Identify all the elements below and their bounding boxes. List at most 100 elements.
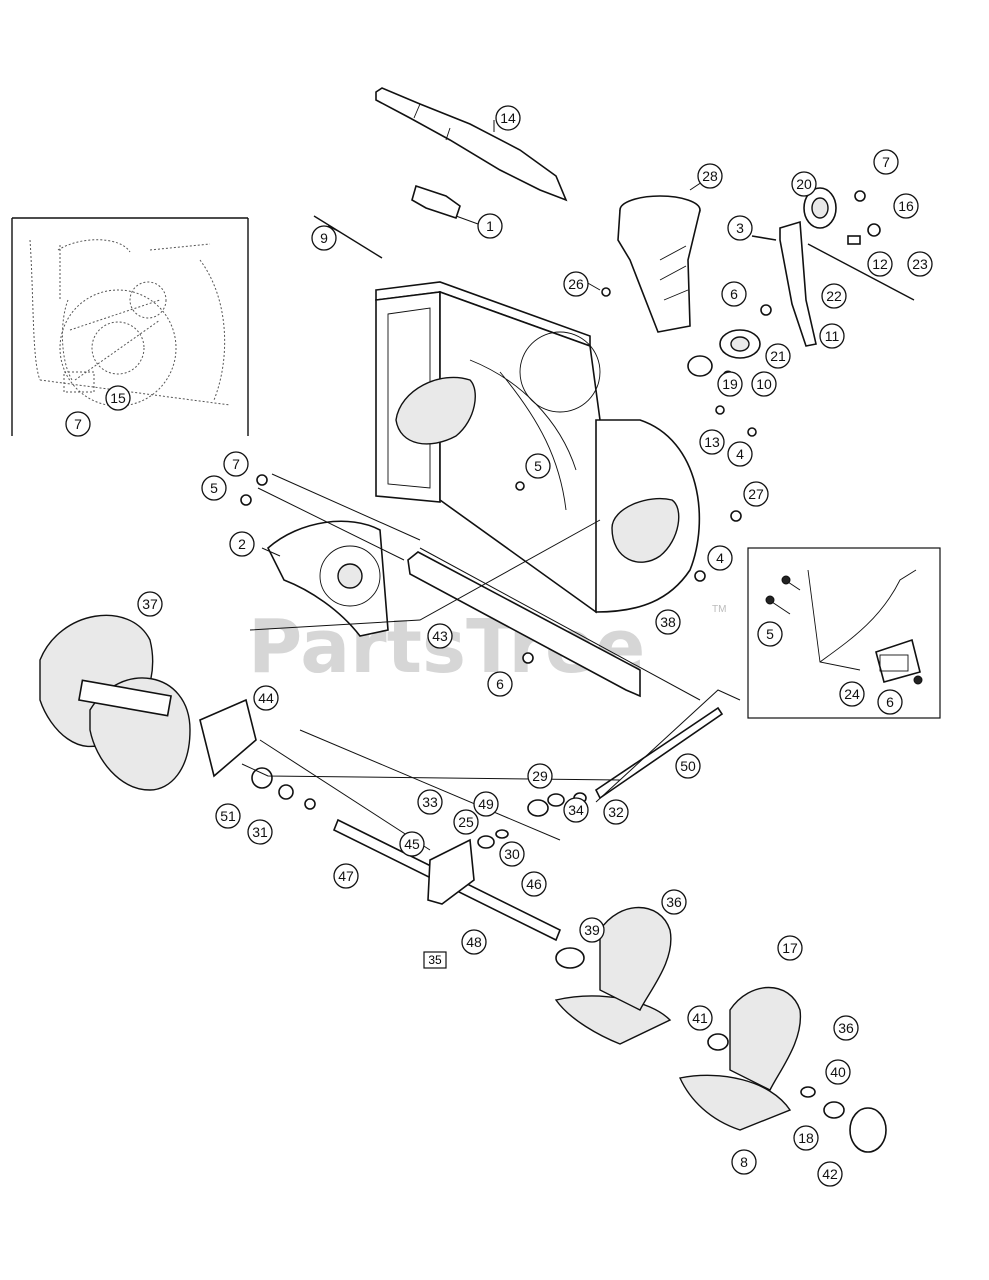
nut-7-top: [854, 190, 866, 202]
callout-label: 4: [736, 446, 744, 462]
bolt-26: [601, 287, 611, 297]
washer-31: [278, 784, 294, 800]
bolt-5-left: [240, 494, 252, 506]
auger-36-b: [678, 986, 802, 1131]
washer-30: [495, 829, 509, 839]
shaft-50: [594, 706, 724, 800]
nut-6-mid: [522, 652, 534, 664]
pulley-20: [803, 187, 837, 229]
scraper-bar-43: [407, 551, 641, 698]
auger-housing: [375, 281, 701, 614]
callout-label: 11: [825, 328, 840, 344]
washer-31b: [304, 798, 316, 810]
callout-label: 38: [660, 614, 676, 630]
callout-label: 46: [526, 876, 542, 892]
callout-label: 19: [722, 376, 738, 392]
boxed-label-35: 35: [423, 951, 447, 969]
callout-label: 22: [826, 288, 842, 304]
gearbox-45: [427, 838, 475, 905]
auger-37: [39, 614, 191, 791]
callout-label: 32: [608, 804, 624, 820]
impeller-housing-2: [267, 520, 389, 637]
callout-label: 28: [702, 168, 718, 184]
bracket-1: [411, 184, 461, 220]
callout-label: 10: [756, 376, 772, 392]
svg-text:35: 35: [428, 953, 442, 967]
callout-label: 15: [110, 390, 126, 406]
callout-label: 5: [210, 480, 218, 496]
callout-label: 6: [496, 676, 504, 692]
callout-label: 16: [898, 198, 914, 214]
bolt-5-mid: [515, 481, 525, 491]
callout-label: 5: [534, 458, 542, 474]
bolt-3: [751, 235, 777, 241]
callout-label: 51: [220, 808, 236, 824]
callout-label: 29: [532, 768, 548, 784]
part-12: [847, 235, 861, 245]
callout-label: 1: [486, 218, 494, 234]
callout-label: 18: [798, 1130, 814, 1146]
callout-label: 48: [466, 934, 482, 950]
callout-label: 12: [872, 256, 888, 272]
callout-label: 25: [458, 814, 474, 830]
callout-label: 3: [736, 220, 744, 236]
callout-label: 4: [716, 550, 724, 566]
callouts: 1 2 3 4 4 5 5 5 6 6 6 7 7 7 8 9 10 11 12…: [65, 105, 933, 1187]
callout-label: 14: [500, 110, 516, 126]
bearing-25: [477, 835, 495, 849]
leader-lines: [241, 120, 741, 851]
cable-23: [807, 243, 915, 301]
shaft-14: [375, 87, 568, 202]
callout-label: 31: [252, 824, 268, 840]
auger-36-a: [554, 906, 672, 1045]
callout-label: 2: [238, 536, 246, 552]
callout-label: 47: [338, 868, 354, 884]
callout-label: 40: [830, 1064, 846, 1080]
bearing-21: [719, 329, 761, 359]
callout-label: 5: [766, 626, 774, 642]
nut-7-left: [256, 474, 268, 486]
bolt-4-mid: [694, 570, 706, 582]
callout-label: 26: [568, 276, 584, 292]
callout-label: 8: [740, 1154, 748, 1170]
callout-label: 20: [796, 176, 812, 192]
washer-13: [715, 405, 725, 415]
callout-label: 36: [838, 1020, 854, 1036]
callout-label: 9: [320, 230, 328, 246]
washer-29: [547, 793, 565, 807]
callout-label: 50: [680, 758, 696, 774]
callout-label: 27: [748, 486, 764, 502]
callout-label: 42: [822, 1166, 838, 1182]
gearbox-plate-44: [199, 698, 257, 778]
inset-pulley-view: [11, 217, 249, 436]
watermark-trademark: TM: [712, 604, 726, 615]
callout-label: 6: [730, 286, 738, 302]
nut-27: [730, 510, 742, 522]
bolt-16: [867, 223, 881, 237]
bearing-18: [823, 1101, 845, 1119]
callout-label: 7: [882, 154, 890, 170]
callout-label: 45: [404, 836, 420, 852]
callout-label: 43: [432, 628, 448, 644]
bolt-4-top: [747, 427, 757, 437]
callout-label: 37: [142, 596, 158, 612]
bearing-51: [251, 767, 273, 789]
callout-label: 49: [478, 796, 494, 812]
bearing-34: [527, 799, 549, 817]
callout-label: 36: [666, 894, 682, 910]
callout-label: 21: [770, 348, 786, 364]
callout-label: 30: [504, 846, 520, 862]
callout-label: 7: [232, 456, 240, 472]
callout-label: 34: [568, 802, 584, 818]
callout-label: 39: [584, 922, 600, 938]
callout-label: 6: [886, 694, 894, 710]
callout-label: 13: [704, 434, 720, 450]
callout-label: 17: [782, 940, 798, 956]
callout-label: 44: [258, 690, 274, 706]
callout-label: 24: [844, 686, 860, 702]
nut-6-top: [760, 304, 772, 316]
callout-label: 33: [422, 794, 438, 810]
callout-label: 7: [74, 416, 82, 432]
bracket-22: [779, 220, 817, 347]
